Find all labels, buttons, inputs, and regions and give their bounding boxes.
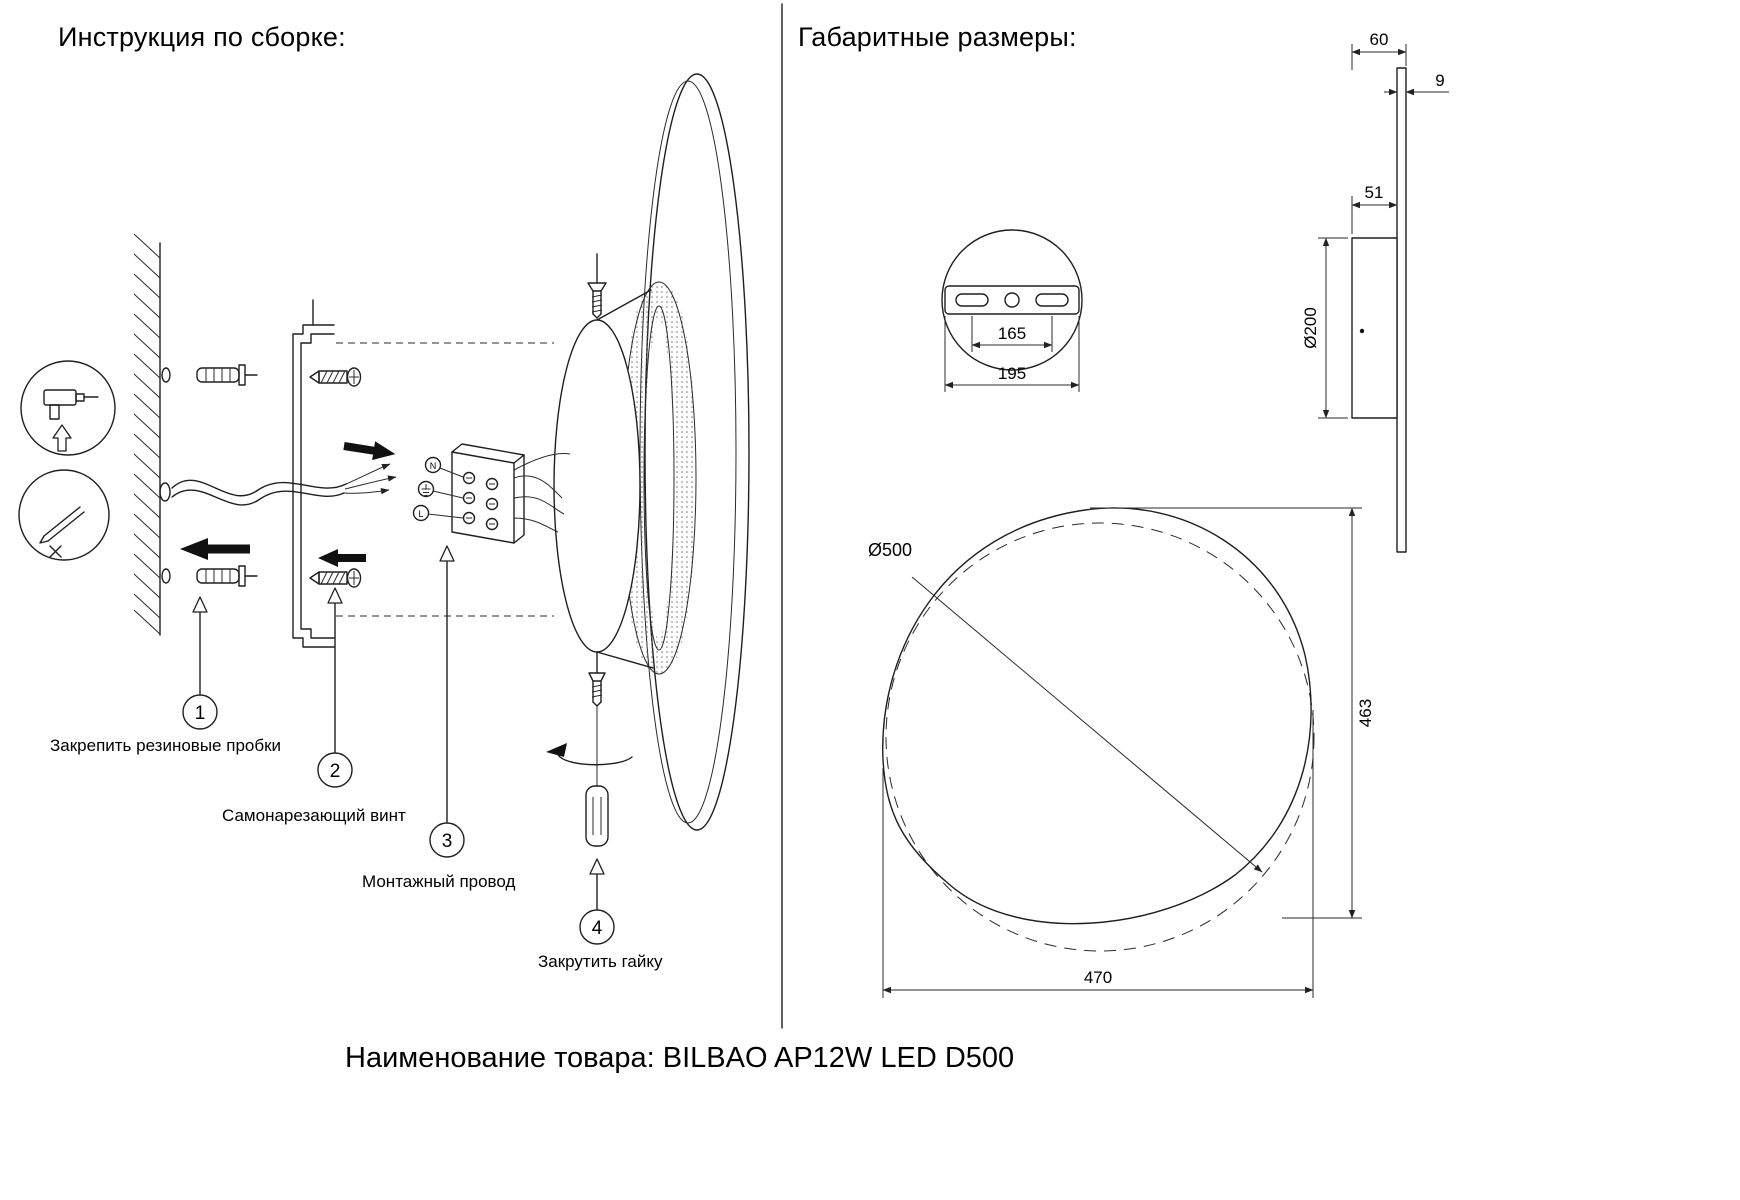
arrow-left-large — [180, 538, 250, 560]
step-4-number: 4 — [592, 918, 603, 939]
step-label-2: Самонарезающий винт — [222, 806, 406, 825]
product-name: BILBAO AP12W LED D500 — [662, 1042, 1015, 1074]
alignment-guides — [336, 342, 554, 617]
step-label-1: Закрепить резиновые пробки — [50, 736, 282, 755]
dim-463: 463 — [1356, 699, 1375, 727]
step-1-marker: 1 — [182, 596, 218, 730]
dim-195: 195 — [998, 364, 1026, 383]
dimension-drawings: 165 195 60 9 51 Ø200 — [868, 30, 1449, 998]
step-2-marker: 2 — [317, 587, 353, 788]
dim-9: 9 — [1435, 71, 1444, 90]
arrow-right — [343, 441, 396, 461]
ground-symbol — [421, 484, 431, 496]
nut-assembly — [546, 651, 633, 847]
wall-hatch — [133, 233, 171, 636]
product-label: Наименование товара: — [345, 1042, 655, 1074]
rubber-plug-top — [196, 364, 258, 386]
arrow-left-small — [318, 549, 366, 567]
dim-60: 60 — [1370, 30, 1389, 49]
tapping-screw-top — [309, 367, 362, 387]
power-cable — [171, 463, 397, 506]
step-4-marker: 4 — [579, 858, 615, 945]
rubber-plug-bottom — [196, 565, 258, 587]
step-label-3: Монтажный провод — [362, 872, 516, 891]
threaded-rod — [585, 785, 609, 847]
mounting-bracket — [292, 299, 335, 648]
terminal-l-label: L — [418, 509, 423, 519]
step-3-marker: 3 — [429, 545, 465, 858]
drill-icon — [20, 360, 116, 456]
step-2-number: 2 — [330, 761, 341, 782]
step-label-4: Закрутить гайку — [538, 952, 663, 971]
lamp-disc — [621, 73, 750, 831]
bracket-detail-view: 165 195 — [941, 229, 1083, 392]
tapping-screw-bottom — [309, 568, 362, 588]
dim-51: 51 — [1365, 183, 1384, 202]
side-view: 60 9 51 Ø200 — [1301, 30, 1449, 553]
product-line: Наименование товара: BILBAO AP12W LED D5… — [345, 1042, 1014, 1075]
dim-470: 470 — [1084, 968, 1112, 987]
assembly-title: Инструкция по сборке: — [58, 22, 346, 52]
dim-165: 165 — [998, 324, 1026, 343]
led-ring-texture — [622, 283, 696, 673]
step-1-number: 1 — [195, 703, 206, 724]
fixing-screw-top — [587, 253, 607, 319]
diameter-leader — [911, 576, 1263, 873]
assembly-diagram: N L — [18, 73, 750, 945]
dim-d200: Ø200 — [1301, 307, 1320, 349]
terminal-block: N L — [412, 443, 571, 544]
terminal-n-label: N — [430, 461, 437, 471]
reference-circle — [885, 522, 1315, 952]
front-view: Ø500 463 470 — [868, 507, 1375, 998]
rotation-arrow — [557, 748, 633, 766]
no-pencil-icon — [18, 469, 110, 561]
dimensions-title: Габаритные размеры: — [798, 22, 1077, 52]
dim-d500: Ø500 — [868, 540, 912, 560]
lamp-front-outline — [882, 507, 1312, 925]
step-3-number: 3 — [442, 831, 453, 852]
